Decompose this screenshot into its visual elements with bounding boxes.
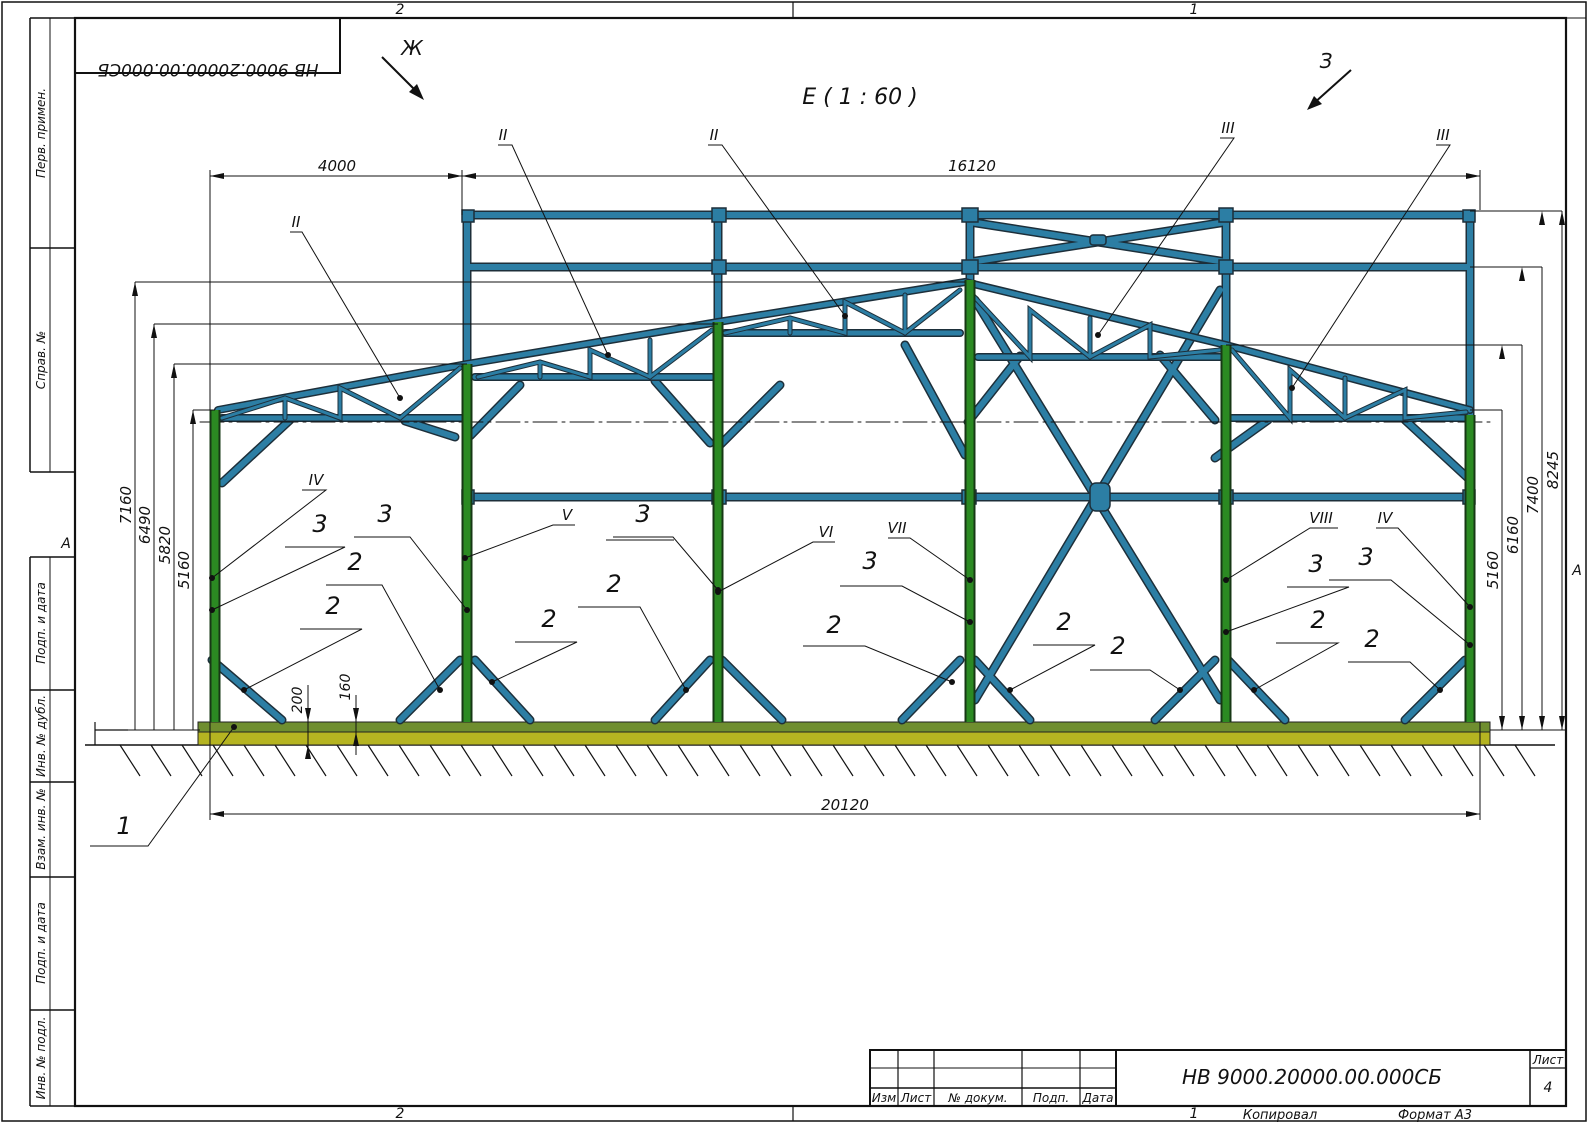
dimension-arrows (132, 173, 1565, 817)
callout-part-3a: 3 (312, 510, 327, 538)
side-stamp (29, 17, 75, 1107)
title-copied: Копировал (1243, 1108, 1317, 1123)
callout-roman-8: VII (887, 519, 907, 537)
dimension-lines (128, 170, 1566, 820)
callout-part-3b: 3 (377, 500, 392, 528)
callout-part-2a: 2 (347, 548, 362, 576)
side-stamp-label: Инв. № подл. (34, 1017, 48, 1100)
title-col-date: Дата (1081, 1091, 1113, 1105)
side-stamp-label: Инв. № дубл. (34, 695, 48, 777)
side-stamp-label: Подп. и дата (34, 902, 48, 984)
callout-part-2h: 2 (1310, 606, 1325, 634)
title-code: НВ 9000.20000.00.000СБ (1182, 1065, 1442, 1089)
view-arrow-left-label: Ж (399, 36, 424, 60)
columns-green (209, 280, 1476, 722)
mirrored-code: НВ 9000.20000.00.000СБ (97, 59, 318, 79)
zone-top-left: 2 (396, 2, 405, 18)
title-col-sign: Подп. (1033, 1091, 1069, 1105)
dim-right-h3: 8245 (1544, 451, 1562, 489)
callout-part-3d: 3 (862, 547, 877, 575)
callout-part-3c: 3 (635, 500, 650, 528)
side-stamp-label: Справ. № (34, 331, 48, 389)
zone-side-left: А (60, 536, 71, 552)
view-arrow-right-label: З (1320, 49, 1333, 73)
callout-roman-1: II (499, 126, 508, 144)
callout-leaders (90, 137, 1471, 847)
dim-right-h1: 6160 (1504, 516, 1522, 554)
title-col-izm: Изм (872, 1091, 896, 1105)
view-arrow-right (1307, 69, 1352, 110)
zone-side-right: А (1571, 563, 1582, 579)
callout-part-3e: 3 (1308, 550, 1323, 578)
callout-roman-3: III (1221, 119, 1235, 137)
callout-roman-6: V (562, 506, 574, 524)
callout-roman-0: II (292, 213, 301, 231)
callout-roman-4: III (1436, 126, 1450, 144)
title-col-list: Лист (900, 1091, 932, 1105)
callout-part-3f: 3 (1358, 543, 1373, 571)
callout-roman-5: IV (309, 471, 325, 489)
side-stamp-label: Подп. и дата (34, 582, 48, 664)
dim-base-200: 200 (290, 687, 306, 714)
zone-bottom-right: 1 (1190, 1106, 1199, 1122)
dim-right-h2: 7400 (1524, 476, 1542, 514)
side-stamp-label: Перв. примен. (34, 88, 48, 178)
callout-roman-2: II (710, 126, 719, 144)
dim-bottom: 20120 (821, 796, 869, 814)
side-stamp-label: Взам. инв. № (34, 788, 48, 869)
zone-top-right: 1 (1190, 2, 1199, 18)
dim-top-left: 4000 (318, 157, 356, 175)
callout-part-2b: 2 (325, 592, 340, 620)
dim-left-h3: 5160 (175, 551, 193, 589)
view-arrow-left (381, 56, 424, 100)
view-title: Е ( 1 : 60 ) (802, 85, 917, 110)
callout-part-2c: 2 (606, 570, 621, 598)
dim-left-h2: 5820 (156, 526, 174, 564)
title-block (869, 1049, 1567, 1107)
callout-part-2i: 2 (1364, 625, 1379, 653)
callout-roman-7: VI (819, 523, 834, 541)
title-format: Формат А3 (1398, 1108, 1472, 1123)
dim-left-h1: 6490 (136, 506, 154, 544)
title-sheet-number: 4 (1544, 1080, 1553, 1096)
callout-part-2f: 2 (1056, 608, 1071, 636)
foundation-strip (197, 731, 1491, 746)
callout-roman-9: VIII (1309, 509, 1333, 527)
title-sheet-label: Лист (1532, 1053, 1564, 1067)
dim-base-160: 160 (338, 674, 354, 701)
zone-bottom-left: 2 (396, 1106, 405, 1122)
dim-top-right: 16120 (948, 157, 996, 175)
foundation-slab (197, 721, 1491, 733)
dim-right-h0: 5160 (1484, 551, 1502, 589)
callout-part-1: 1 (116, 812, 131, 840)
callout-roman-10: IV (1378, 509, 1394, 527)
title-col-doc: № докум. (947, 1091, 1007, 1105)
dim-left-h0: 7160 (117, 486, 135, 524)
callout-part-2e: 2 (826, 611, 841, 639)
callout-dots (209, 313, 1473, 730)
callout-part-2d: 2 (541, 605, 556, 633)
callout-part-2g: 2 (1110, 632, 1125, 660)
